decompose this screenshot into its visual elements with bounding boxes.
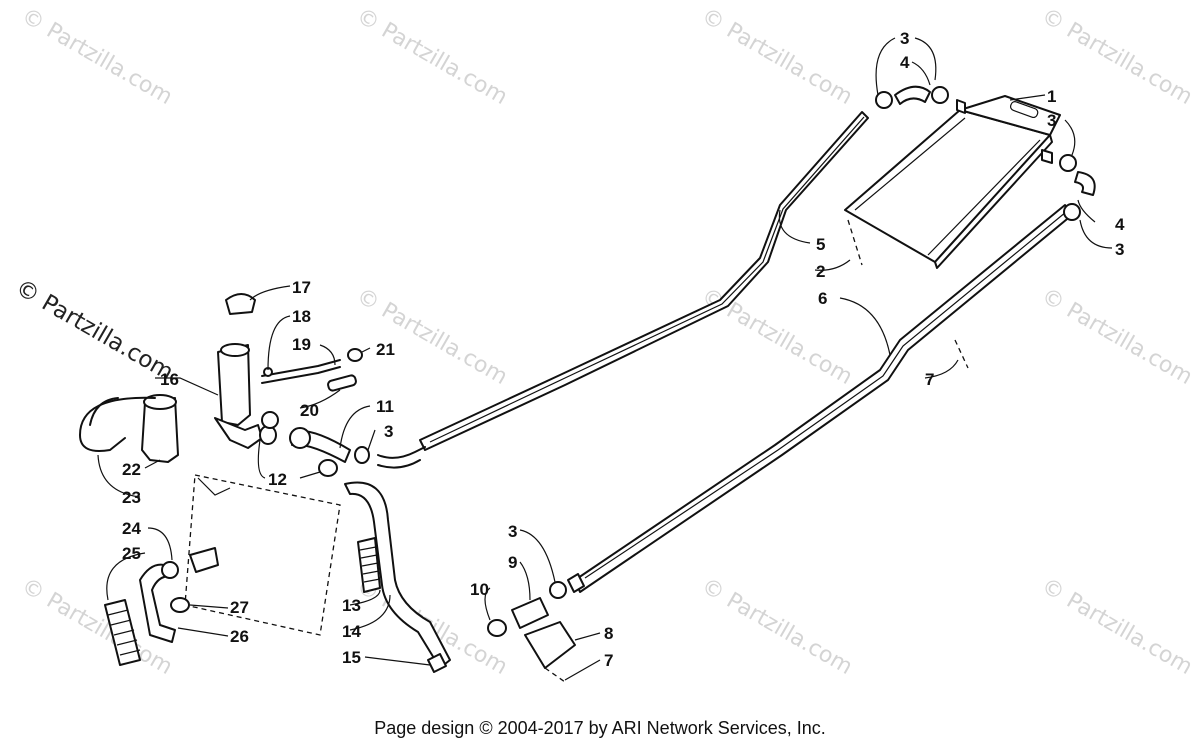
callout-24: 24 <box>122 519 141 538</box>
left-heat-exchanger-tube <box>377 111 869 469</box>
lower-left-hose <box>104 547 219 666</box>
watermark: © Partzilla.com <box>1037 574 1197 681</box>
callout-11: 11 <box>376 397 394 416</box>
heat-exchanger-plate <box>844 95 1061 269</box>
callout-20: 20 <box>300 401 319 420</box>
callout-19: 19 <box>292 335 311 354</box>
callout-6: 6 <box>818 289 827 308</box>
watermark: © Partzilla.com <box>352 284 512 391</box>
callout-17: 17 <box>292 278 311 297</box>
callout-26: 26 <box>230 627 249 646</box>
callout-15: 15 <box>342 648 361 667</box>
callout-4: 4 <box>1115 215 1125 234</box>
callout-3: 3 <box>1115 240 1124 259</box>
callout-3: 3 <box>508 522 517 541</box>
callout-3: 3 <box>900 29 909 48</box>
callout-18: 18 <box>292 307 311 326</box>
callout-10: 10 <box>470 580 489 599</box>
overflow-hoses <box>261 348 363 392</box>
lower-coolant-hose <box>318 459 451 673</box>
callout-1: 1 <box>1047 87 1056 106</box>
coolant-reservoir <box>214 293 277 449</box>
callout-3: 3 <box>1047 111 1056 130</box>
watermark: © Partzilla.com <box>697 4 857 111</box>
thermostat-housing <box>79 394 179 463</box>
callout-25: 25 <box>122 544 141 563</box>
callout-3: 3 <box>384 422 393 441</box>
callout-14: 14 <box>342 622 361 641</box>
callout-2: 2 <box>816 262 825 281</box>
callout-12: 12 <box>268 470 287 489</box>
footer-copyright: Page design © 2004-2017 by ARI Network S… <box>374 718 826 738</box>
callout-5: 5 <box>816 235 825 254</box>
watermark: © Partzilla.com <box>17 4 177 111</box>
callout-9: 9 <box>508 553 517 572</box>
radiator-outline <box>184 474 341 636</box>
lower-hose-and-bracket <box>487 581 576 683</box>
callout-21: 21 <box>376 340 395 359</box>
callout-23: 23 <box>122 488 141 507</box>
callout-7: 7 <box>925 370 934 389</box>
watermark: © Partzilla.com <box>697 574 857 681</box>
callout-13: 13 <box>342 596 361 615</box>
callout-16: 16 <box>160 370 179 389</box>
watermark: © Partzilla.com <box>1037 4 1197 111</box>
watermark: © Partzilla.com <box>1037 284 1197 391</box>
callout-22: 22 <box>122 460 141 479</box>
callout-7: 7 <box>604 651 613 670</box>
callout-labels: 3 4 1 3 4 3 5 2 6 7 17 18 19 21 16 20 11… <box>122 29 1125 670</box>
watermark: © Partzilla.com <box>352 4 512 111</box>
leader-lines <box>97 37 1113 681</box>
callout-4: 4 <box>900 53 910 72</box>
callout-27: 27 <box>230 598 249 617</box>
callout-8: 8 <box>604 624 613 643</box>
upper-coolant-hose <box>261 411 370 464</box>
watermark-dark: © Partzilla.com <box>11 275 178 386</box>
upper-hose-connectors <box>847 85 1096 369</box>
